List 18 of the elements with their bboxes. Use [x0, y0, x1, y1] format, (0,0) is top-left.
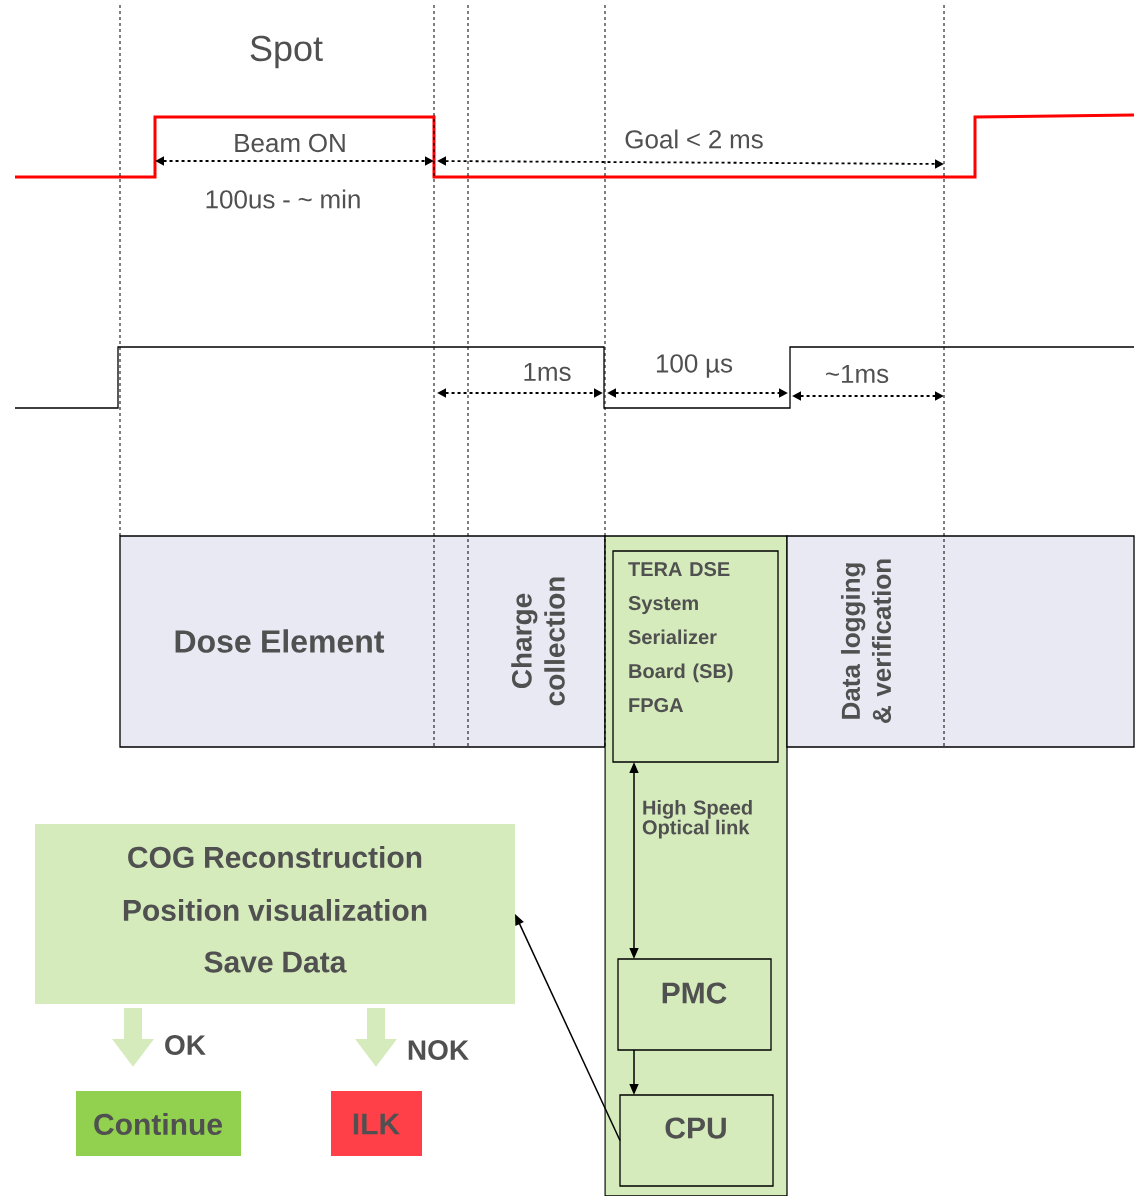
processing-box: COG Reconstruction Position visualization Save Data [35, 824, 515, 1004]
timing-label: 100 µs [656, 354, 733, 378]
timing-label: ~1ms [826, 364, 889, 384]
timing-label: 1ms [524, 362, 571, 382]
serializer-board-box: TERA DSE System Serializer Board (SB) FPGA [612, 550, 779, 763]
dose-element-band: Dose Element Charge collection [119, 535, 606, 748]
pmc-box: PMC [617, 958, 772, 1051]
continue-box: Continue [76, 1091, 241, 1156]
timing-label: Beam ON [235, 133, 345, 153]
timing-label: 100us - ~ min [206, 189, 360, 209]
interlock-box: ILK [331, 1091, 422, 1156]
edge-label: High Speed Optical link [642, 800, 752, 839]
edge-label: NOK [408, 1040, 469, 1060]
cpu-box: CPU [619, 1094, 774, 1187]
timing-label: Goal < 2 ms [625, 129, 763, 149]
data-logging-band: Data logging & verification [786, 535, 1135, 748]
spot-heading: Spot [250, 35, 323, 69]
edge-label: OK [165, 1035, 206, 1055]
